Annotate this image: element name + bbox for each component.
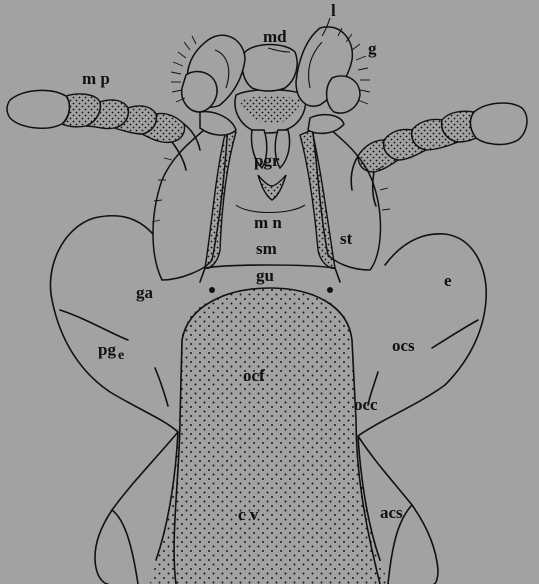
label-ocs: ocs <box>392 336 415 355</box>
label-l: l <box>331 1 336 20</box>
right-galea <box>327 76 360 113</box>
right-postgena-boundary <box>432 320 478 348</box>
left-occipital-edge <box>155 368 168 406</box>
label-ga: ga <box>136 283 154 302</box>
label-acs: acs <box>380 503 403 522</box>
gular-pit-right <box>327 287 333 293</box>
label-pgr: pgr <box>254 151 280 170</box>
right-palp-tip <box>470 103 527 144</box>
label-occ: occ <box>354 395 378 414</box>
label-ocf: ocf <box>243 366 265 385</box>
label-st: st <box>340 229 353 248</box>
label-sm: sm <box>256 239 277 258</box>
left-galea <box>182 72 217 112</box>
label-md: md <box>263 27 287 46</box>
label-e: e <box>444 271 452 290</box>
label-gu: gu <box>256 266 274 285</box>
gular-pit-left <box>209 287 215 293</box>
label-g: g <box>368 39 377 58</box>
left-palp-tip <box>7 90 69 128</box>
submentum <box>236 205 305 213</box>
label-cv: c v <box>238 505 259 524</box>
occipital-foramen-area <box>150 288 388 584</box>
left-lacinia <box>200 112 236 135</box>
left-postgena-boundary <box>60 310 128 340</box>
right-lacinia <box>308 115 344 134</box>
left-lower-segment <box>112 510 138 584</box>
label-mp: m p <box>82 69 110 88</box>
mentum-stippled <box>258 175 286 200</box>
label-mn: m n <box>254 213 282 232</box>
